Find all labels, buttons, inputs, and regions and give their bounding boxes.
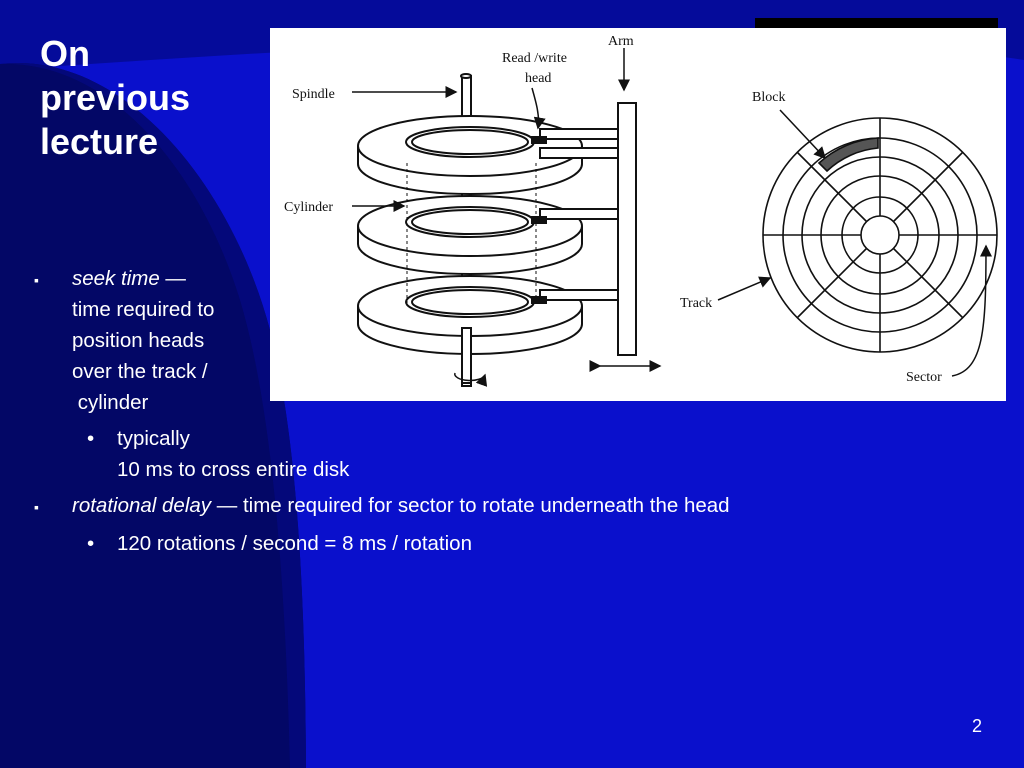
title-line: On	[40, 33, 90, 74]
sub-bullet-typical: • typically 10 ms to cross entire disk	[87, 423, 350, 485]
bullet-line: cylinder	[72, 391, 149, 414]
sub-bullet-marker: •	[87, 532, 95, 555]
title-line: previous	[40, 77, 191, 118]
arm-post	[617, 102, 637, 356]
label-read-write: Read /write	[502, 51, 567, 66]
label-block: Block	[752, 90, 785, 105]
term-seek-time: seek time	[72, 267, 160, 290]
bullet-line: position heads	[72, 329, 205, 352]
page-number: 2	[971, 716, 982, 736]
title-line: lecture	[40, 121, 159, 162]
slide-title: On previous lecture	[40, 32, 190, 164]
sub-bullet-line: typically	[117, 427, 190, 450]
bullet-seek-time: ▪ seek time — time required to position …	[34, 263, 215, 418]
disk-diagram-svg: Arm Read /write head Spindle Cylinder Bl…	[284, 34, 998, 387]
label-sector: Sector	[906, 370, 942, 385]
arm-assembly	[531, 48, 662, 372]
bullet-line: over the track /	[72, 360, 208, 383]
sub-bullet-line: 120 rotations / second = 8 ms / rotation	[117, 532, 472, 555]
rotation-arrow-icon	[454, 372, 488, 387]
bullet-text: — time required for sector to rotate und…	[211, 494, 730, 517]
label-arrows	[352, 86, 992, 377]
dash: —	[159, 267, 186, 290]
bullet-line: time required to	[72, 298, 215, 321]
platter-stack	[357, 73, 583, 387]
sub-bullet-marker: •	[87, 427, 95, 450]
block-highlight	[817, 137, 879, 173]
sub-bullet-rotations: • 120 rotations / second = 8 ms / rotati…	[87, 528, 472, 559]
label-cylinder: Cylinder	[284, 200, 333, 215]
disk-diagram: Arm Read /write head Spindle Cylinder Bl…	[270, 28, 1006, 401]
sub-bullet-line: 10 ms to cross entire disk	[117, 458, 350, 481]
label-arm: Arm	[608, 34, 634, 49]
bullet-marker: ▪	[34, 499, 39, 515]
platter-top-view	[762, 117, 998, 353]
label-head: head	[525, 71, 551, 86]
label-track: Track	[680, 296, 712, 311]
term-rotational-delay: rotational delay	[72, 494, 212, 517]
bullet-rotational-delay: ▪ rotational delay — time required for s…	[34, 490, 730, 521]
diagram-labels: Arm Read /write head Spindle Cylinder Bl…	[284, 34, 942, 385]
bullet-marker: ▪	[34, 272, 39, 288]
label-spindle: Spindle	[292, 87, 335, 102]
